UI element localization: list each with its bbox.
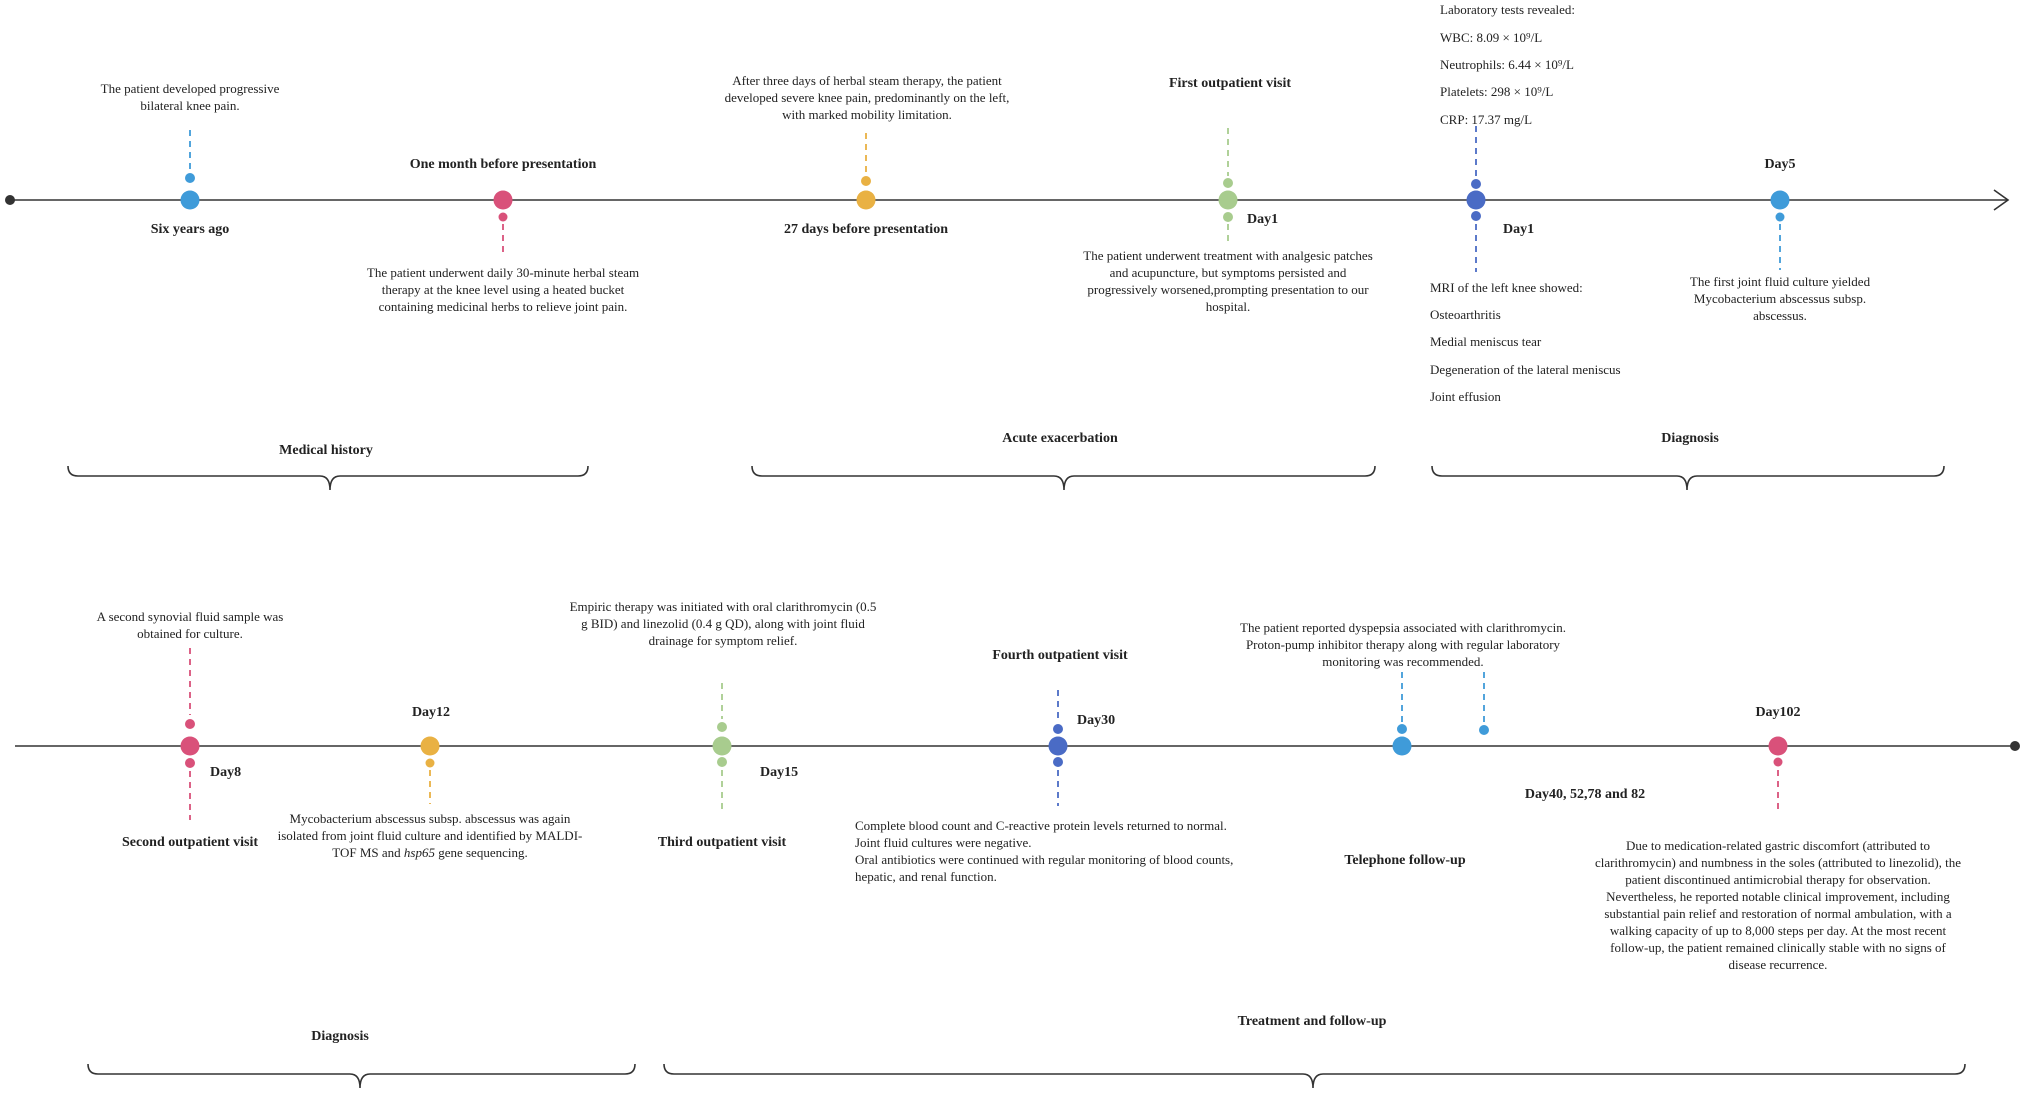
axis-arrow-head — [1993, 189, 2010, 211]
event-day-day5: Day5 — [1764, 157, 1796, 172]
event-day-day12: Day12 — [411, 705, 451, 720]
marker-one-month-before — [493, 190, 513, 256]
event-label-27-days: 27 days before presentation — [784, 222, 948, 237]
event-desc-day15: Empiric therapy was initiated with oral … — [569, 599, 877, 648]
mri-title: MRI of the left knee showed: — [1430, 280, 1583, 295]
event-desc-first-outpatient: The patient underwent treatment with ana… — [1083, 248, 1373, 314]
event-label-six-years: Six years ago — [150, 222, 230, 237]
marker-day8 — [180, 648, 200, 820]
event-title-day40: Telephone follow-up — [1344, 853, 1466, 868]
axis-end-dot — [2010, 741, 2020, 751]
brace-diagnosis-row1 — [1431, 465, 1945, 491]
event-label-one-month: One month before presentation — [409, 157, 597, 172]
mri-item-osteoarthritis: Osteoarthritis — [1430, 307, 1501, 322]
mri-item-medial-meniscus: Medial meniscus tear — [1430, 334, 1542, 349]
phase-acute-exacerbation: Acute exacerbation — [1002, 431, 1118, 446]
event-desc-day30: Complete blood count and C-reactive prot… — [855, 817, 1275, 885]
marker-day12 — [420, 736, 440, 804]
brace-medical-history — [67, 465, 589, 491]
event-day-day1-tests: Day1 — [1503, 222, 1535, 237]
event-title-day15: Third outpatient visit — [657, 835, 787, 850]
phase-medical-history: Medical history — [279, 443, 373, 458]
event-desc-day8: A second synovial fluid sample was obtai… — [96, 609, 284, 641]
event-day-day15: Day15 — [760, 765, 799, 780]
event-title-first-outpatient: First outpatient visit — [1168, 76, 1292, 91]
marker-day30 — [1048, 690, 1068, 806]
lab-item-neutrophils: Neutrophils: 6.44 × 10⁹/L — [1440, 57, 1574, 72]
event-desc-day102: Due to medication-related gastric discom… — [1594, 838, 1962, 972]
event-desc-day40: The patient reported dyspepsia associate… — [1240, 620, 1566, 669]
event-desc-27-days: After three days of herbal steam therapy… — [724, 73, 1010, 122]
event-desc-day12-part2: gene sequencing. — [438, 845, 528, 860]
lab-item-crp: CRP: 17.37 mg/L — [1440, 112, 1533, 127]
phase-diagnosis-row1: Diagnosis — [1661, 431, 1719, 446]
phase-treatment-follow-up: Treatment and follow-up — [1237, 1014, 1387, 1029]
event-desc-six-years: The patient developed progressive bilate… — [100, 81, 280, 113]
brace-diagnosis-row2 — [87, 1063, 636, 1089]
row2-braces — [87, 1063, 1966, 1089]
brace-treatment — [663, 1063, 1966, 1089]
event-day-first-outpatient: Day1 — [1247, 212, 1279, 227]
mri-item-joint-effusion: Joint effusion — [1430, 389, 1501, 404]
marker-day40 — [1392, 672, 1489, 756]
event-desc-day12-gene: hsp65 — [403, 845, 435, 860]
event-desc-day30-line1: Complete blood count and C-reactive prot… — [855, 818, 1227, 833]
row1-braces — [67, 465, 1945, 491]
marker-first-outpatient — [1218, 128, 1238, 244]
phase-diagnosis-row2: Diagnosis — [311, 1029, 369, 1044]
event-day-day30: Day30 — [1077, 713, 1116, 728]
event-day-day40: Day40, 52,78 and 82 — [1524, 787, 1646, 802]
event-desc-day30-line2: Joint fluid cultures were negative. — [855, 835, 1032, 850]
lab-item-platelets: Platelets: 298 × 10⁹/L — [1440, 84, 1554, 99]
event-day-day102: Day102 — [1755, 705, 1801, 720]
row2-axis — [15, 741, 2020, 751]
event-desc-day30-line3: Oral antibiotics were continued with reg… — [855, 852, 1234, 884]
mri-item-lateral-meniscus: Degeneration of the lateral meniscus — [1430, 362, 1621, 377]
event-title-day8: Second outpatient visit — [121, 835, 259, 850]
event-desc-day12-part1: Mycobacterium abscessus subsp. abscessus… — [277, 811, 583, 860]
marker-day15 — [712, 683, 732, 810]
marker-day5 — [1770, 190, 1790, 270]
event-desc-one-month: The patient underwent daily 30-minute he… — [366, 265, 640, 314]
brace-acute-exacerbation — [751, 465, 1376, 491]
marker-six-years-ago — [180, 130, 200, 210]
marker-27-days-before — [856, 133, 876, 210]
lab-item-wbc: WBC: 8.09 × 10⁹/L — [1440, 30, 1543, 45]
event-title-day30: Fourth outpatient visit — [992, 648, 1128, 663]
event-desc-day12: Mycobacterium abscessus subsp. abscessus… — [276, 810, 584, 861]
lab-title: Laboratory tests revealed: — [1440, 2, 1575, 17]
event-desc-day5: The first joint fluid culture yielded My… — [1689, 274, 1871, 323]
marker-day1-tests — [1466, 126, 1486, 272]
event-day-day8: Day8 — [210, 765, 242, 780]
row1-axis — [5, 189, 2010, 211]
marker-day102 — [1768, 736, 1788, 812]
